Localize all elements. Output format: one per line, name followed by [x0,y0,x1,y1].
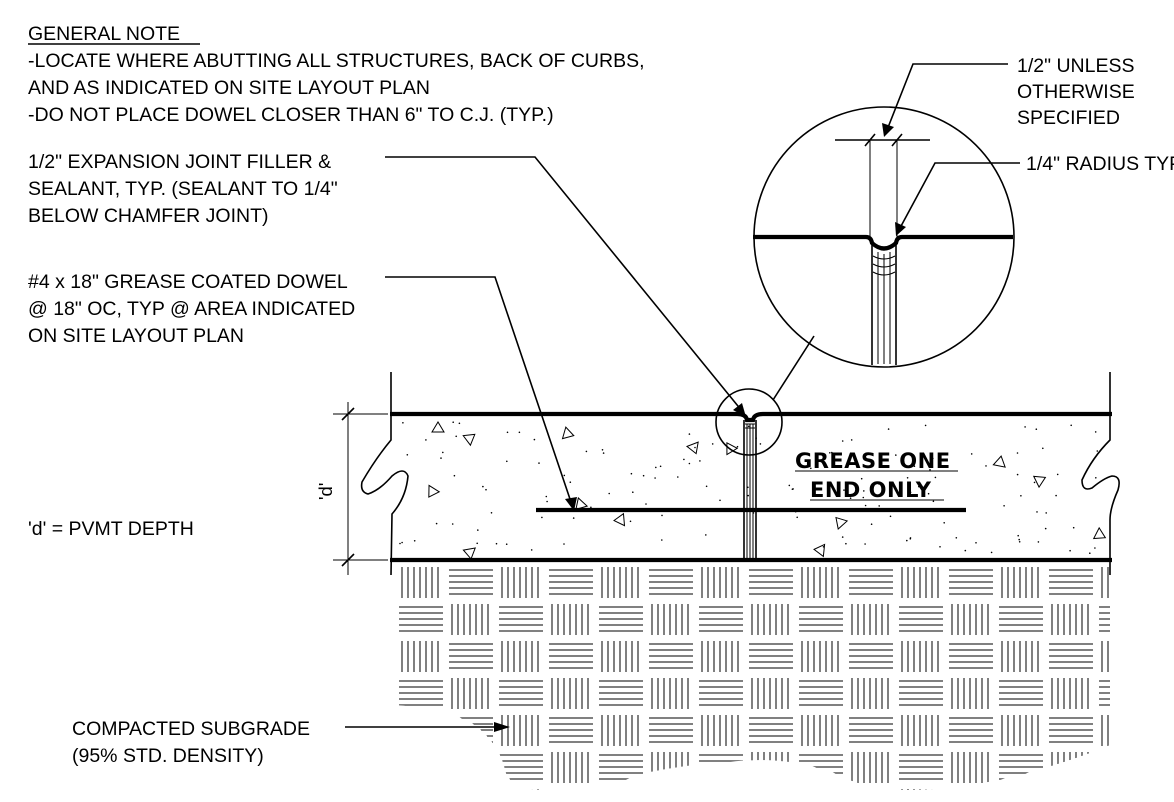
depth-legend: 'd' = PVMT DEPTH [28,518,194,540]
expansion-joint-label: 1/2" EXPANSION JOINT FILLER & [28,151,331,173]
joint-width-label: 1/2" UNLESS [1017,55,1134,77]
subgrade-label: (95% STD. DENSITY) [72,745,264,767]
joint-width-label: SPECIFIED [1017,107,1120,129]
dowel-label: ON SITE LAYOUT PLAN [28,325,244,347]
subgrade-label: COMPACTED SUBGRADE [72,718,310,740]
general-note-line: AND AS INDICATED ON SITE LAYOUT PLAN [28,77,430,99]
expansion-joint-label: SEALANT, TYP. (SEALANT TO 1/4" [28,178,338,200]
dowel-label: @ 18" OC, TYP @ AREA INDICATED [28,298,355,320]
grease-note: END ONLY [810,478,932,502]
dowel-label: #4 x 18" GREASE COATED DOWEL [28,271,348,293]
concrete-slab [360,372,1120,576]
radius-label: 1/4" RADIUS TYP [1026,153,1174,175]
depth-dimension [333,402,388,575]
general-note-line: -LOCATE WHERE ABUTTING ALL STRUCTURES, B… [28,50,645,72]
leaders [345,63,1020,732]
detail-callout [715,106,1015,456]
general-note-line: -DO NOT PLACE DOWEL CLOSER THAN 6" TO C.… [28,104,554,126]
general-note-title: GENERAL NOTE [28,23,180,45]
depth-symbol: 'd' [315,483,336,500]
joint-width-label: OTHERWISE [1017,81,1135,103]
subgrade-hatch [399,567,1110,790]
expansion-joint-label: BELOW CHAMFER JOINT) [28,205,269,227]
grease-note: GREASE ONE [795,449,951,473]
concrete-aggregate [399,421,1107,560]
